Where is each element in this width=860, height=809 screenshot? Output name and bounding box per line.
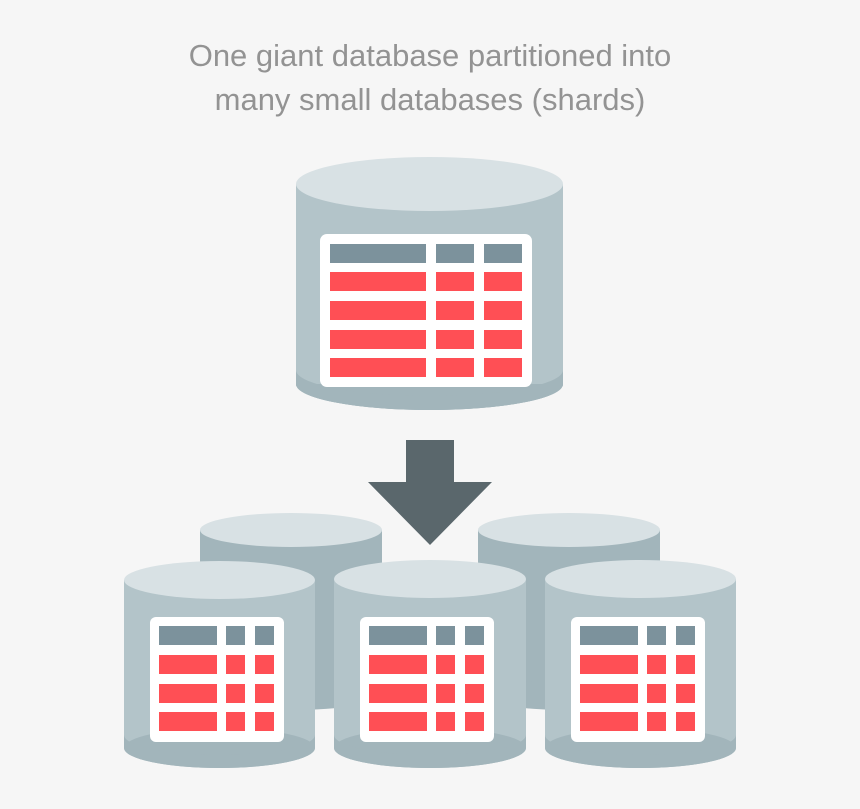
shard-table-icon xyxy=(571,617,705,742)
giant-database-cylinder-icon xyxy=(296,157,563,411)
shard-table-icon xyxy=(150,617,284,742)
shard-front-right-cylinder-icon xyxy=(545,560,736,768)
shard-front-left-cylinder-icon xyxy=(124,561,315,768)
title-line-2: many small databases (shards) xyxy=(214,82,646,117)
down-arrow-icon xyxy=(368,440,492,545)
title-line-1: One giant database partitioned into xyxy=(188,38,672,73)
shard-front-middle-cylinder-icon xyxy=(334,560,526,768)
diagram-title: One giant database partitioned into many… xyxy=(0,34,860,122)
shard-table-icon xyxy=(360,617,494,742)
giant-table-icon xyxy=(320,234,532,387)
